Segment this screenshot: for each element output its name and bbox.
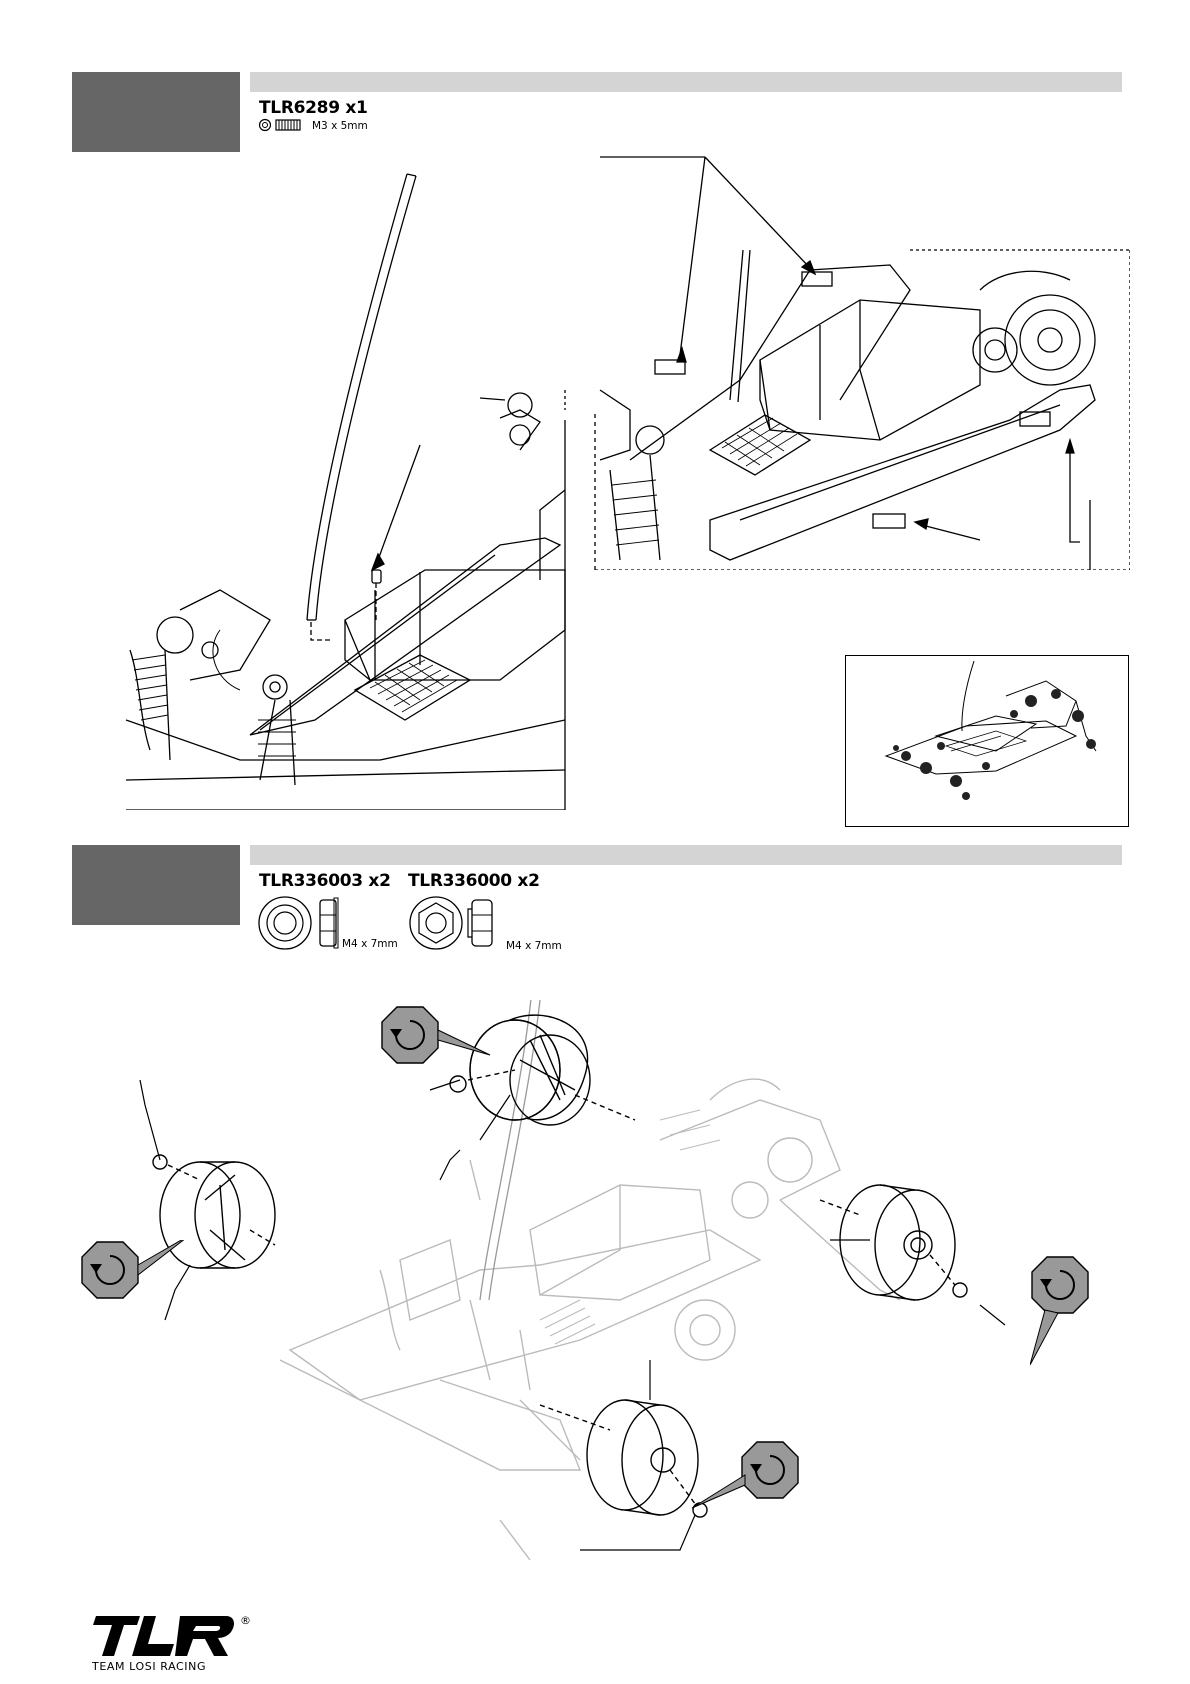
part-code-tlr6289: TLR6289 x1 (259, 98, 368, 118)
step-2-number-tab (72, 845, 240, 925)
chassis-pads-drawing (590, 150, 1130, 570)
tighten-rotation-icon-3 (1030, 1255, 1110, 1375)
overview-inset-frame (845, 655, 1129, 827)
part-size-m4x7-a: M4 x 7mm (342, 938, 398, 950)
serrated-lock-nut-icon (408, 895, 508, 955)
wheel-installation-drawing (60, 1000, 1120, 1600)
antenna-installation-drawing (120, 160, 570, 810)
car-overview-thumbnail (846, 656, 1128, 826)
step-1-number-tab (72, 72, 240, 152)
part-code-tlr336000: TLR336000 x2 (408, 871, 540, 891)
tlr-logo (88, 1612, 238, 1660)
tighten-rotation-icon-4 (690, 1440, 810, 1510)
step-2-header-bar (250, 845, 1122, 865)
part-size-m4x7-b: M4 x 7mm (506, 940, 562, 952)
tighten-rotation-icon (380, 1005, 500, 1075)
step-1-header-bar (250, 72, 1122, 92)
set-screw-icon (258, 118, 308, 134)
part-size-m3x5: M3 x 5mm (312, 120, 368, 132)
part-code-tlr336003: TLR336003 x2 (259, 871, 391, 891)
flanged-lock-nut-icon (258, 895, 348, 955)
brand-name: TEAM LOSI RACING (92, 1660, 206, 1673)
tighten-rotation-icon-2 (80, 1240, 200, 1310)
registered-mark: ® (240, 1614, 251, 1627)
